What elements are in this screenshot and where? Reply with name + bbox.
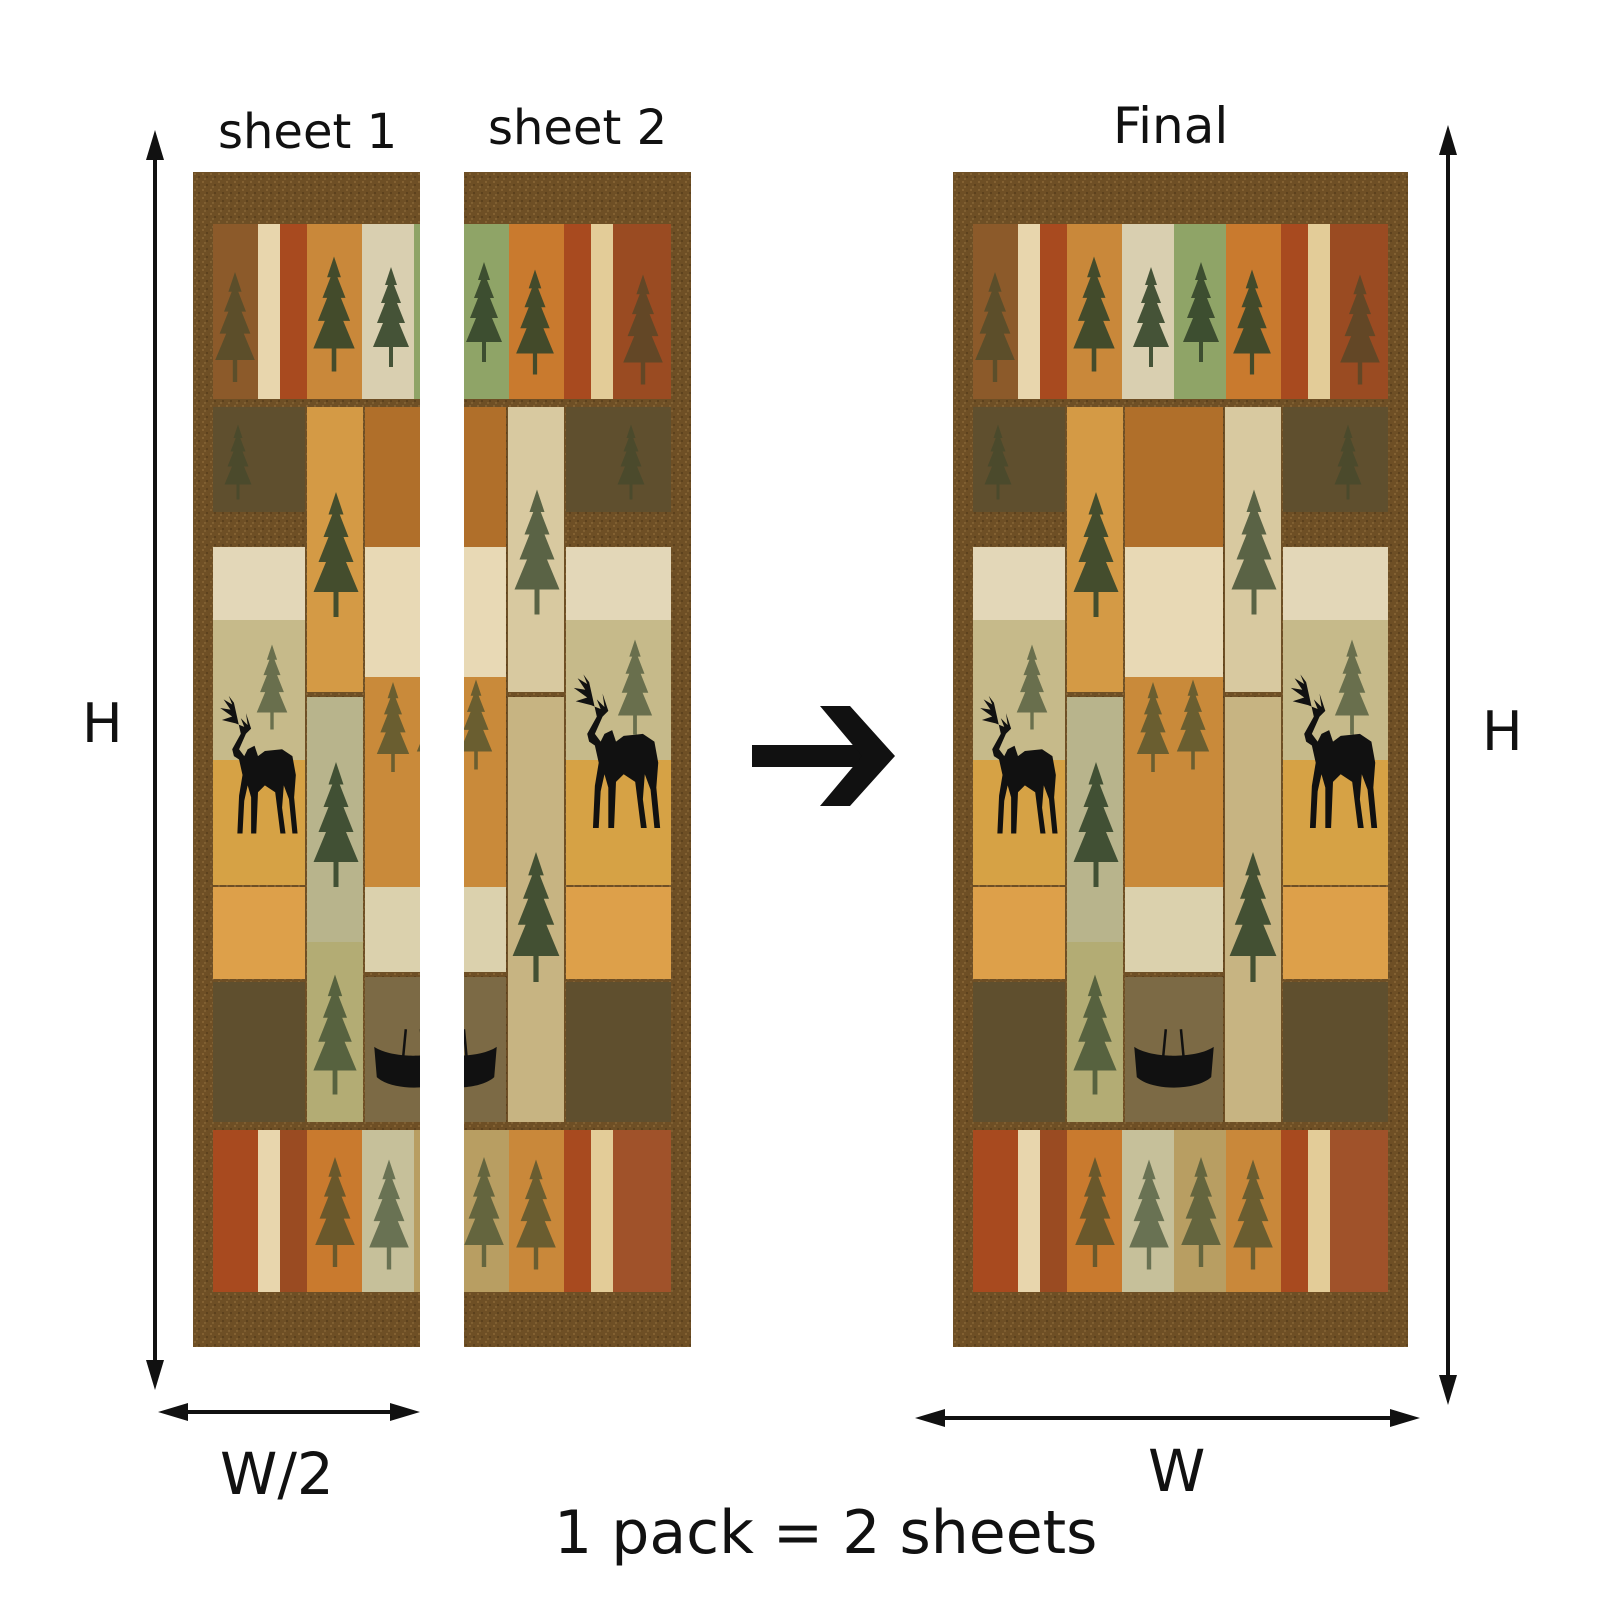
half-width-arrow (158, 1403, 420, 1421)
full-width-label: W (1148, 1437, 1206, 1505)
height-label-right: H (1482, 700, 1523, 763)
final-panel (953, 172, 1408, 1347)
height-arrow-left (146, 130, 164, 1390)
pack-caption: 1 pack = 2 sheets (554, 1498, 1098, 1568)
height-arrow-right (1439, 125, 1457, 1405)
full-width-arrow (915, 1409, 1420, 1427)
height-label-left: H (82, 692, 123, 755)
final-label: Final (1113, 97, 1229, 155)
sheet-2-label: sheet 2 (488, 100, 668, 156)
half-width-label: W/2 (220, 1440, 334, 1508)
sheet-1-label: sheet 1 (218, 104, 398, 160)
transform-arrow-icon (752, 706, 895, 806)
